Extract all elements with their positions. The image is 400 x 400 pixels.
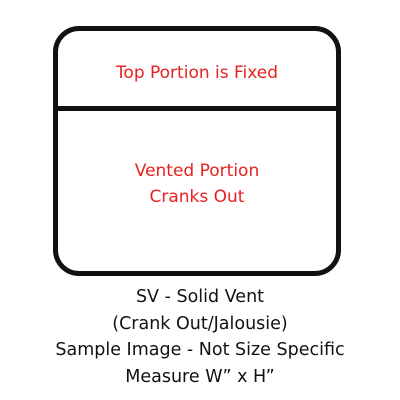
vented-portion-line-2: Cranks Out [149, 187, 245, 207]
caption-line-3: Sample Image - Not Size Specific [55, 340, 345, 360]
window-caption: SV - Solid Vent (Crank Out/Jalousie) Sam… [0, 284, 400, 390]
caption-line-1: SV - Solid Vent [135, 287, 265, 307]
fixed-vent-divider [53, 106, 341, 111]
top-portion-label: Top Portion is Fixed [58, 60, 336, 86]
caption-line-4: Measure W” x H” [125, 366, 275, 387]
caption-line-2: (Crank Out/Jalousie) [112, 313, 288, 334]
vented-portion-line-1: Vented Portion [134, 161, 260, 181]
vented-portion-label: Vented Portion Cranks Out [58, 158, 336, 210]
window-frame [53, 26, 341, 276]
window-diagram: Top Portion is Fixed Vented Portion Cran… [53, 26, 341, 276]
top-portion-text: Top Portion is Fixed [115, 63, 279, 83]
